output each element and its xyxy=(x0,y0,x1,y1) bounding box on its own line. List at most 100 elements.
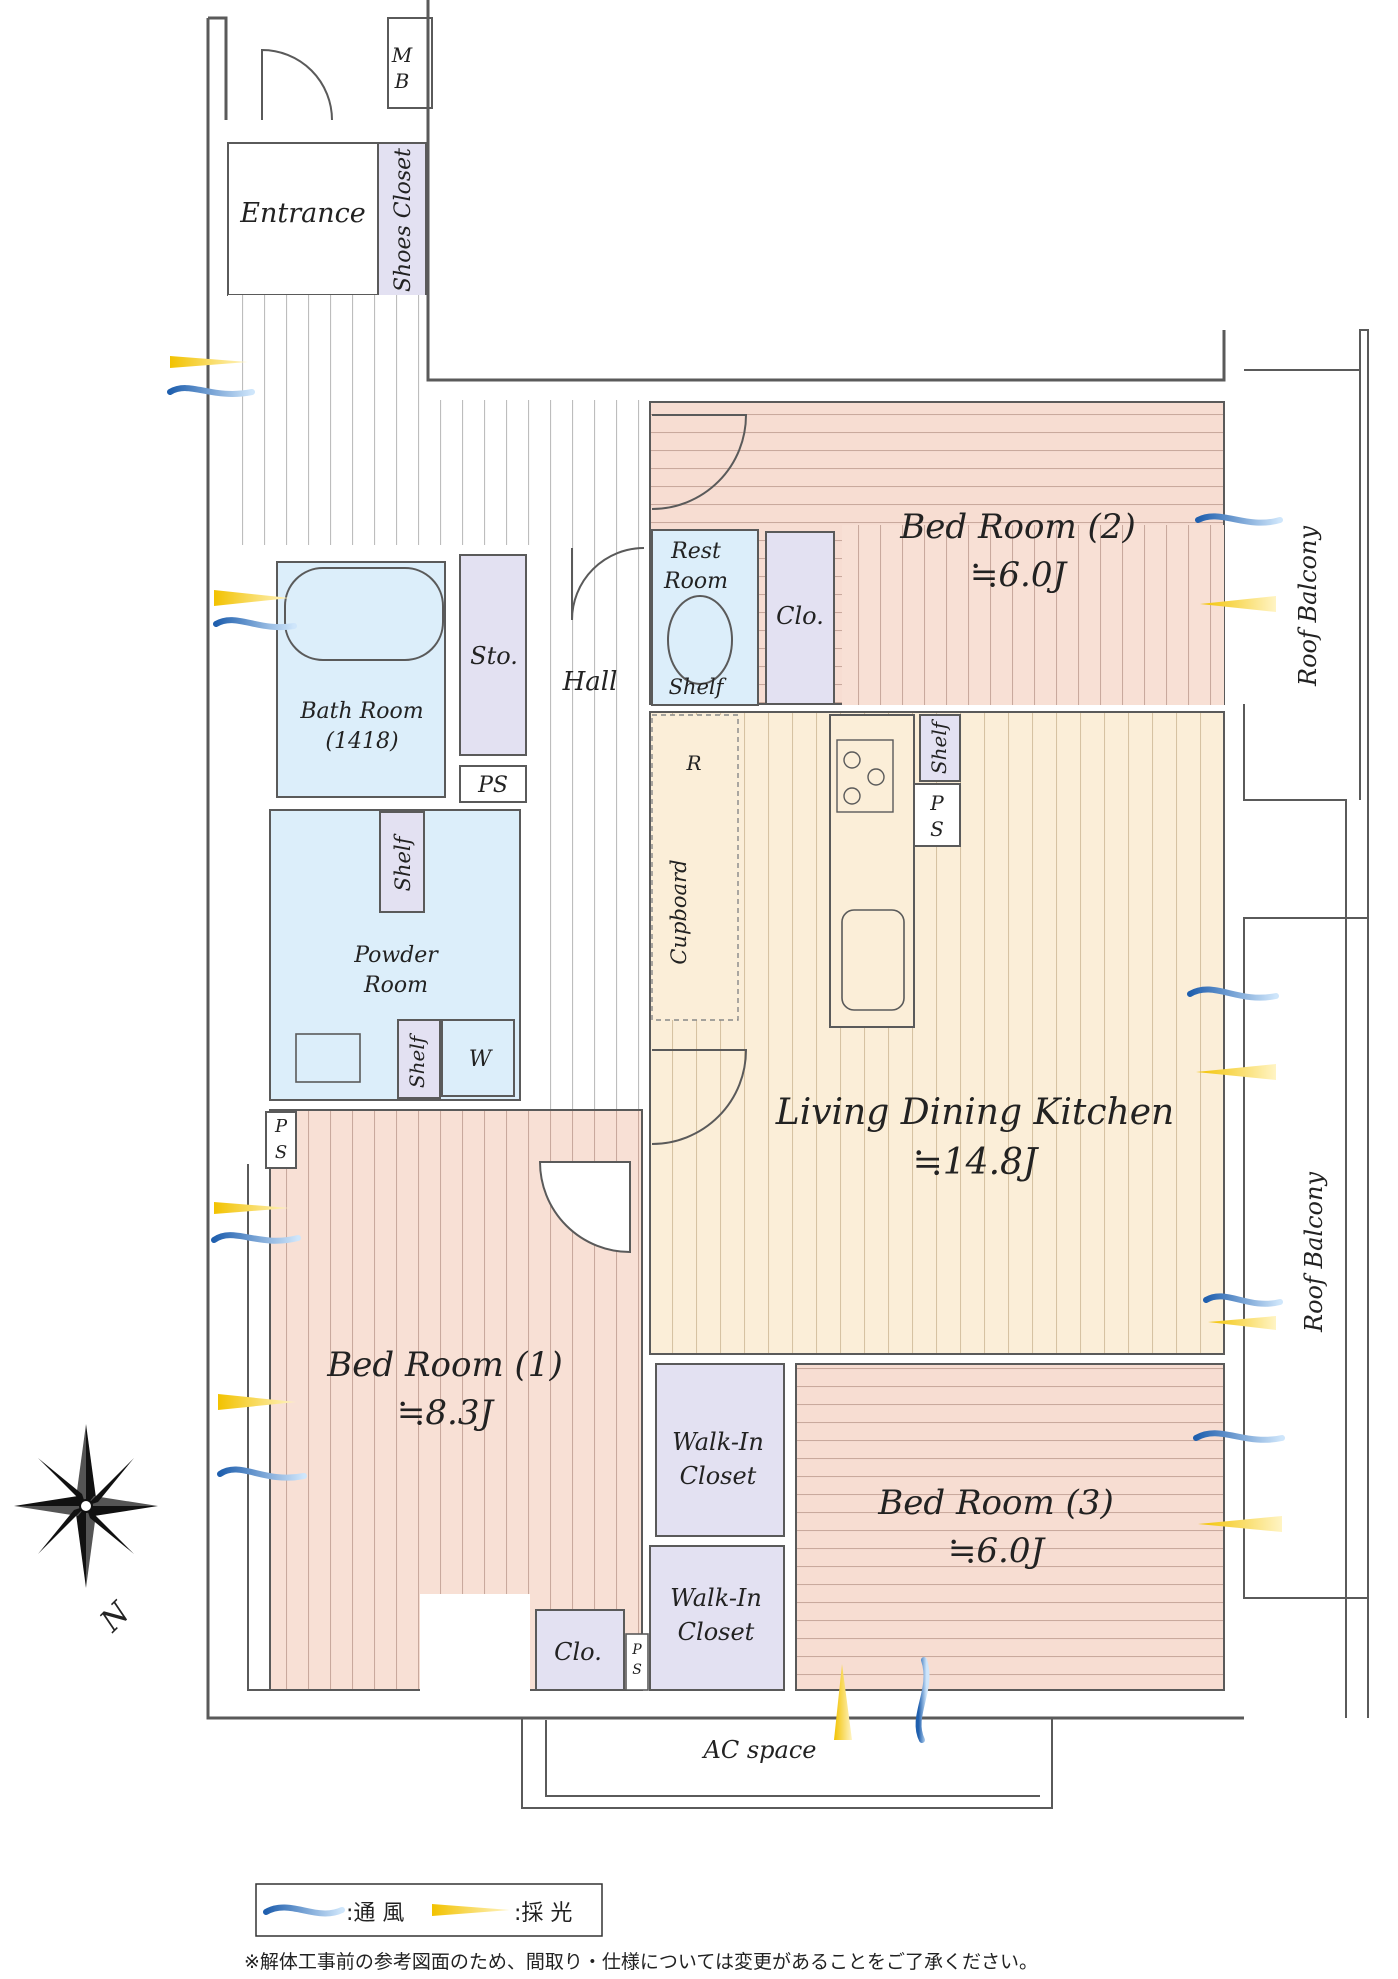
ps-bed1 xyxy=(265,1111,297,1169)
wind-light-markers xyxy=(167,356,1285,1743)
walk-in-closet-2 xyxy=(649,1545,785,1691)
washer-shelf xyxy=(397,1019,441,1099)
clo-bed1-label: Clo. xyxy=(554,1638,602,1666)
outer-wall xyxy=(206,0,1244,1720)
kitchen-sink xyxy=(841,909,905,1011)
roof-balcony-label-1: Roof Balcony xyxy=(1294,526,1322,687)
ac-space-outline xyxy=(521,1718,1053,1809)
rest-shelf-label: Shelf xyxy=(669,675,727,699)
mb-box xyxy=(387,17,433,109)
ps-kitchen xyxy=(913,783,961,847)
light-ray-icon xyxy=(214,1202,290,1214)
mb-label-b: B xyxy=(394,69,410,93)
wind-wave-icon xyxy=(1203,1293,1283,1307)
ac-space-label: AC space xyxy=(702,1736,817,1764)
burner-icon xyxy=(843,751,861,769)
light-ray-icon xyxy=(1196,1064,1276,1080)
light-ray-icon xyxy=(1200,596,1276,612)
hall-floor xyxy=(536,545,648,1152)
wind-wave-icon xyxy=(1187,986,1279,1001)
burner-icon xyxy=(867,768,885,786)
wind-wave-icon xyxy=(217,1466,307,1481)
wic1-label-2: Closet xyxy=(680,1462,757,1490)
light-ray-icon xyxy=(170,356,248,368)
outer-wall-left xyxy=(247,1164,420,1691)
powder-shelf-label: Shelf xyxy=(391,833,415,891)
bed1-door-icon xyxy=(538,1161,631,1254)
bed-room-2-label: Bed Room (2) xyxy=(899,507,1135,547)
kitchen-shelf-label: Shelf xyxy=(927,718,951,774)
powder-shelf xyxy=(379,811,425,913)
mb-label-m: M xyxy=(391,43,413,67)
wind-wave-icon xyxy=(1195,513,1283,526)
legend-light-icon xyxy=(432,1904,510,1916)
burner-icon xyxy=(843,787,861,805)
bed2-door-icon xyxy=(651,414,748,510)
wic1-label-1: Walk-In xyxy=(672,1428,764,1456)
hall-label: Hall xyxy=(562,667,618,697)
light-ray-icon xyxy=(218,1394,296,1410)
ldk-label: Living Dining Kitchen xyxy=(775,1092,1174,1133)
kitchen-shelf xyxy=(919,714,961,782)
bed1-notch xyxy=(420,1594,530,1694)
entrance-label: Entrance xyxy=(239,198,365,229)
ldk-door-icon xyxy=(651,1049,748,1145)
powder-room-label-2: Room xyxy=(363,973,428,998)
clo-bed2 xyxy=(765,531,835,705)
clo-bed1 xyxy=(535,1609,625,1691)
compass-north-label: N xyxy=(93,1594,138,1639)
toilet-icon xyxy=(667,595,733,685)
walk-in-closet-1 xyxy=(655,1363,785,1537)
shoes-closet xyxy=(377,142,427,299)
bed-room-2-size: ≒6.0J xyxy=(970,555,1069,595)
light-ray-icon xyxy=(1208,1316,1276,1330)
ps-small-p: P xyxy=(631,1642,642,1658)
cupboard-label: Cupboard xyxy=(667,859,691,964)
entrance-hall-floor xyxy=(228,295,428,545)
rest-room-label-2: Room xyxy=(663,569,728,594)
wind-wave-icon xyxy=(167,385,255,397)
wind-wave-icon xyxy=(1193,1430,1285,1443)
sto-label: Sto. xyxy=(470,642,518,670)
bath-room-label-2: (1418) xyxy=(325,729,398,754)
wic2-label-2: Closet xyxy=(678,1618,755,1646)
balcony-upper-outline xyxy=(1243,329,1369,1718)
compass-rose-icon xyxy=(14,1424,158,1588)
sto-closet xyxy=(459,554,527,756)
ps-kitchen-s: S xyxy=(930,817,944,841)
footnote: ※解体工事前の参考図面のため、間取り・仕様については変更があることをご了承くださ… xyxy=(244,1951,1038,1973)
shoes-closet-label: Shoes Closet xyxy=(391,148,416,292)
bed-room-3-label: Bed Room (3) xyxy=(877,1483,1113,1523)
legend-wind-icon xyxy=(263,1904,345,1917)
cupboard xyxy=(651,714,739,1021)
hall-floor-upper xyxy=(428,400,648,545)
wind-wave-icon xyxy=(213,617,297,631)
balcony-lower-outline xyxy=(1243,917,1369,1599)
ps-bed1-s: S xyxy=(275,1142,287,1163)
legend-wind-label: :通 風 xyxy=(346,1901,404,1926)
ps-hall-label: PS xyxy=(477,773,508,798)
rest-room-label-1: Rest xyxy=(670,539,721,564)
entrance-door-icon xyxy=(261,48,333,121)
hall-door-icon xyxy=(571,547,645,621)
wic2-label-1: Walk-In xyxy=(670,1584,762,1612)
clo-bed2-label: Clo. xyxy=(776,602,824,630)
wind-wave-icon xyxy=(211,1232,301,1244)
powder-room-label-1: Powder xyxy=(353,943,439,968)
bed-room-3-size: ≒6.0J xyxy=(948,1531,1047,1571)
sink xyxy=(295,1033,361,1083)
light-ray-icon xyxy=(214,590,290,606)
light-ray-icon xyxy=(834,1664,852,1740)
bed-room-3-floor xyxy=(795,1363,1225,1691)
bed-room-1-label: Bed Room (1) xyxy=(326,1345,562,1385)
ldk-size: ≒14.8J xyxy=(913,1142,1040,1183)
ps-small-s: S xyxy=(632,1662,642,1678)
ps-kitchen-p: P xyxy=(929,791,944,815)
light-ray-icon xyxy=(1198,1516,1282,1532)
ps-small xyxy=(625,1633,649,1691)
legend-light-label: :採 光 xyxy=(514,1901,572,1926)
washer-box xyxy=(441,1019,515,1097)
bathtub xyxy=(284,567,444,661)
r-mark: R xyxy=(685,751,701,775)
roof-balcony-label-2: Roof Balcony xyxy=(1300,1172,1328,1333)
